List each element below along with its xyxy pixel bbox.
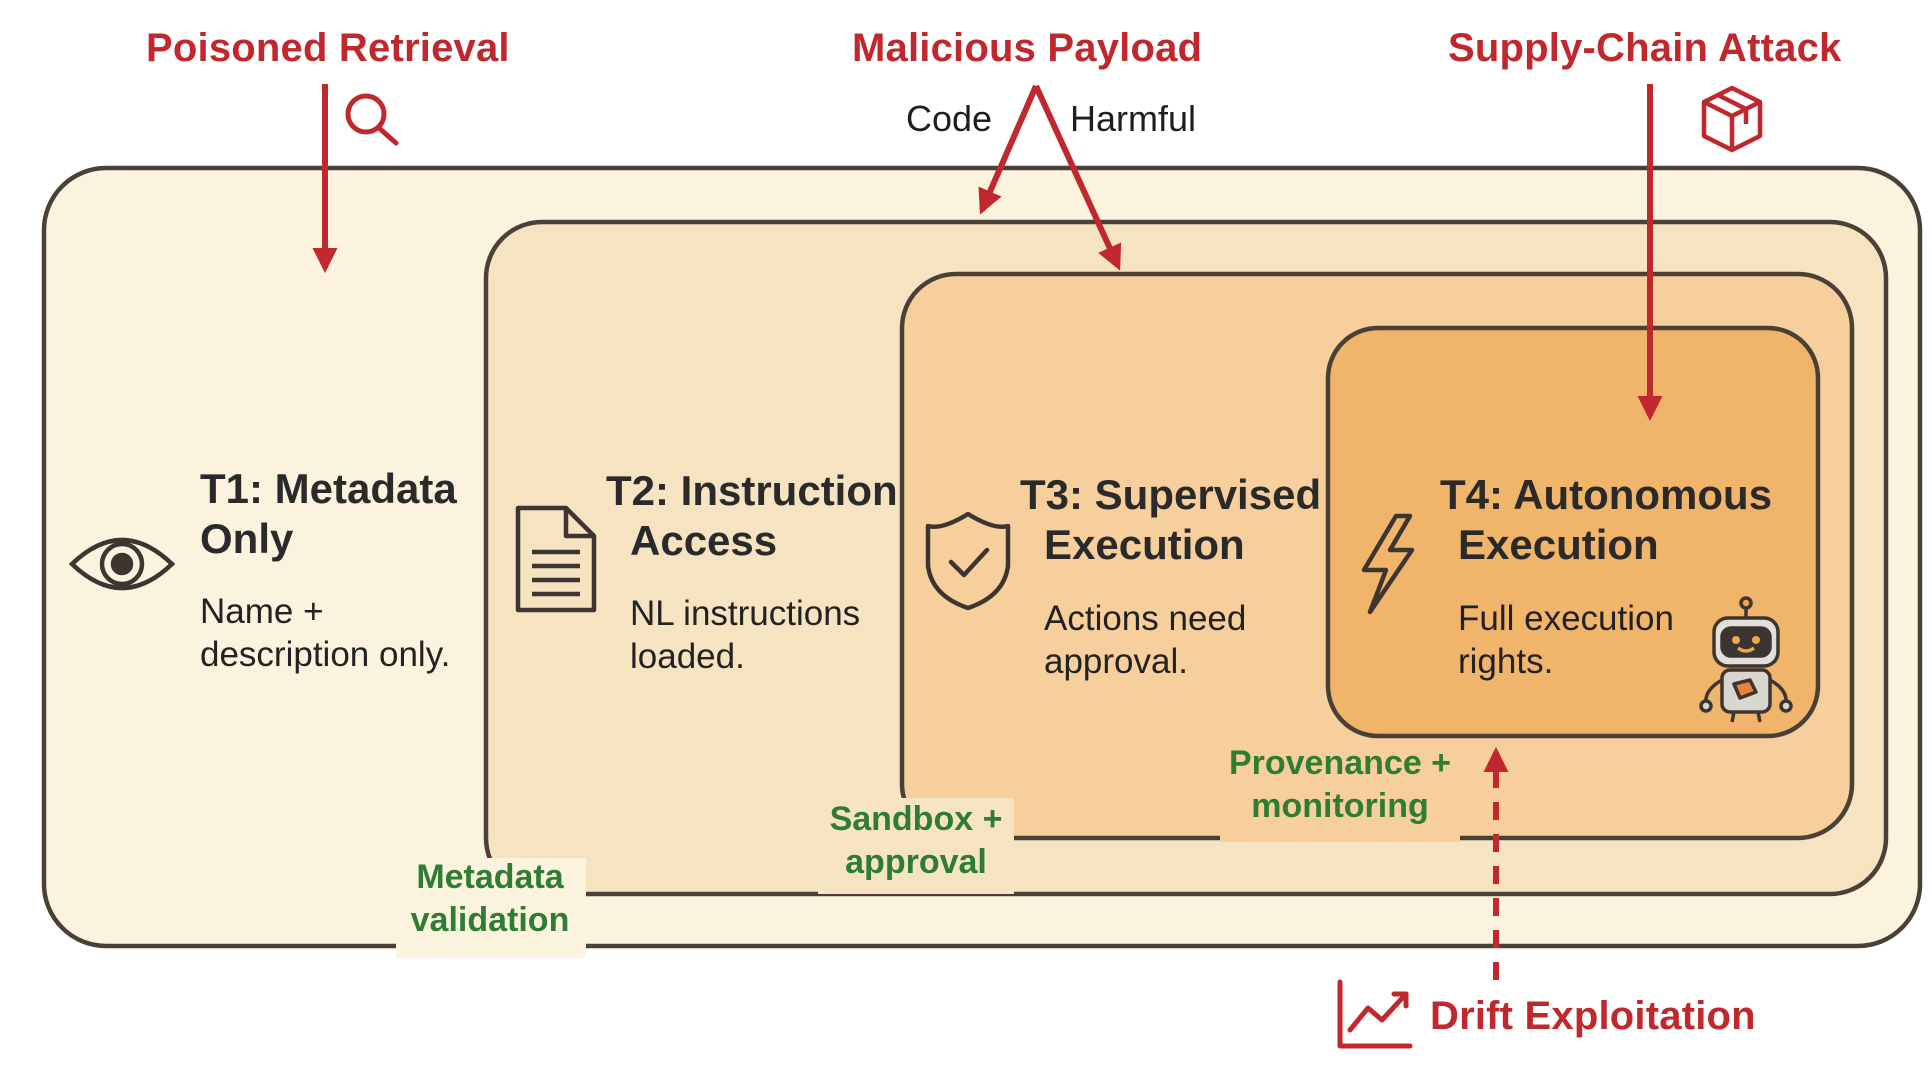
- sandbox-approval-label: Sandbox + approval: [829, 800, 1003, 881]
- document-icon: [515, 505, 597, 613]
- malicious-payload-label: Malicious Payload: [852, 26, 1203, 70]
- tier4-title: T4: Autonomous Execution: [1440, 471, 1773, 568]
- trend-chart-icon: [1337, 979, 1413, 1049]
- tier1-title: T1: Metadata Only: [200, 465, 457, 562]
- lightning-icon: [1361, 513, 1415, 615]
- drift-exploitation-label: Drift Exploitation: [1430, 994, 1756, 1038]
- payload-harmful-label: Harmful: [1070, 98, 1197, 139]
- tier4-box: [1325, 325, 1821, 739]
- tier3-title: T3: Supervised Execution: [1020, 471, 1322, 568]
- poisoned-retrieval-label: Poisoned Retrieval: [146, 26, 510, 70]
- provenance-monitoring-label: Provenance + monitoring: [1228, 744, 1452, 825]
- magnifier-icon: [345, 93, 399, 146]
- tier2-description: NL instructions loaded.: [630, 594, 861, 676]
- payload-harmful-arrow: [1033, 84, 1122, 271]
- tier3-description: Actions need approval.: [1044, 599, 1247, 681]
- metadata-validation-label: Metadata validation: [410, 858, 570, 939]
- package-icon: [1701, 85, 1763, 153]
- payload-code-label: Code: [906, 98, 993, 139]
- eye-icon: [68, 537, 176, 591]
- supply-chain-label: Supply-Chain Attack: [1448, 26, 1842, 70]
- shield-check-icon: [925, 511, 1011, 611]
- tier1-description: Name + description only.: [200, 592, 451, 674]
- tier4-description: Full execution rights.: [1458, 599, 1674, 681]
- payload-code-arrow: [978, 84, 1039, 215]
- tier2-title: T2: Instruction Access: [606, 467, 898, 564]
- robot-icon: [1699, 596, 1793, 723]
